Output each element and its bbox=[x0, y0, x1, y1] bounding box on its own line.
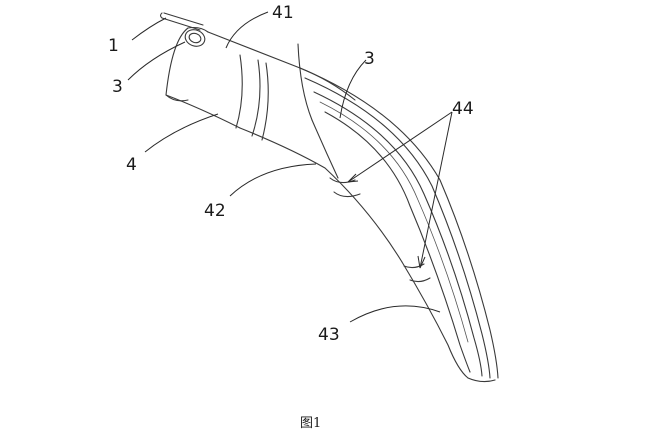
label-41: 41 bbox=[272, 3, 294, 23]
rails-3 bbox=[299, 67, 499, 379]
leader-lines bbox=[127, 11, 453, 323]
label-44: 44 bbox=[452, 99, 474, 119]
label-43: 43 bbox=[318, 325, 340, 345]
wire-part bbox=[159, 12, 206, 47]
label-1: 1 bbox=[108, 36, 119, 56]
upper-section-41 bbox=[165, 26, 301, 141]
label-3-top: 3 bbox=[364, 49, 375, 69]
figure-caption: 图1 bbox=[300, 416, 321, 431]
label-4: 4 bbox=[126, 155, 137, 175]
label-3-left: 3 bbox=[112, 77, 123, 97]
lower-section-43 bbox=[401, 261, 496, 383]
label-42: 42 bbox=[204, 201, 226, 221]
